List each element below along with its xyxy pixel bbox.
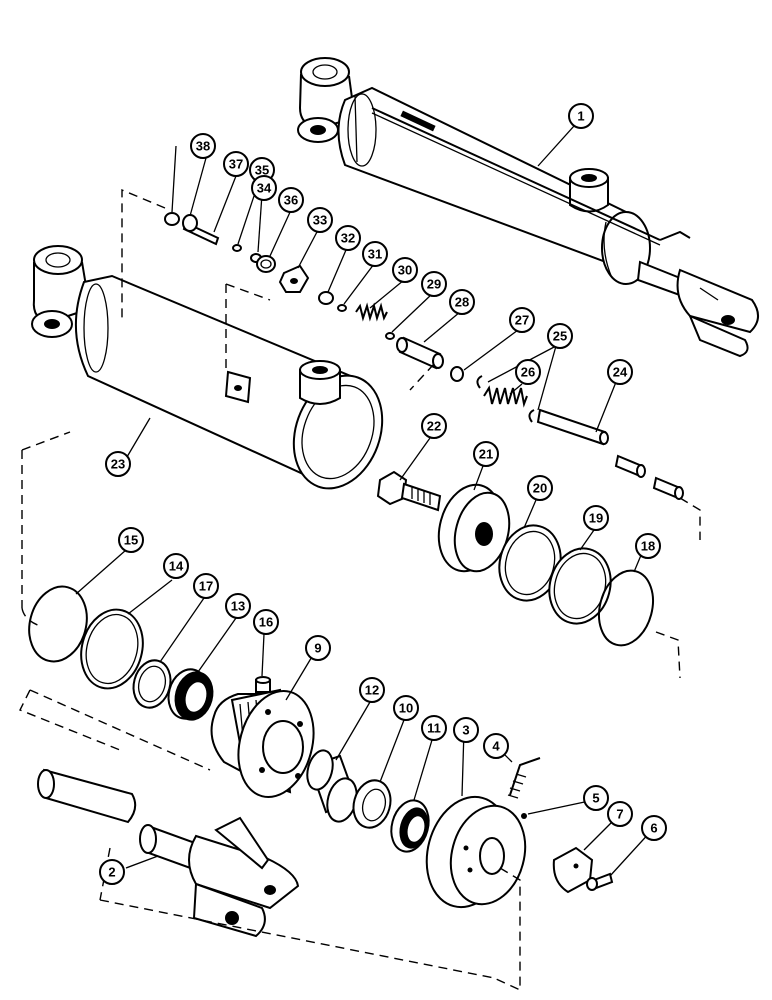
svg-text:13: 13 <box>231 599 245 614</box>
svg-text:2: 2 <box>108 865 115 880</box>
callout-18: 18 <box>635 533 661 559</box>
callout-22: 22 <box>421 413 447 439</box>
svg-text:18: 18 <box>641 539 655 554</box>
callout-9: 9 <box>305 635 331 661</box>
svg-text:7: 7 <box>616 807 623 822</box>
callout-11: 11 <box>421 715 447 741</box>
callout-2: 2 <box>99 859 125 885</box>
callout-29: 29 <box>421 271 447 297</box>
callout-7: 7 <box>607 801 633 827</box>
callout-26: 26 <box>515 359 541 385</box>
callout-13: 13 <box>225 593 251 619</box>
svg-text:31: 31 <box>368 247 382 262</box>
svg-text:27: 27 <box>515 313 529 328</box>
svg-text:11: 11 <box>427 721 441 736</box>
callout-10: 10 <box>393 695 419 721</box>
svg-text:5: 5 <box>592 791 599 806</box>
svg-text:14: 14 <box>169 559 184 574</box>
middle-parts <box>376 470 654 647</box>
callout-1: 1 <box>568 103 594 129</box>
svg-text:17: 17 <box>199 579 213 594</box>
assembly-guide-lines <box>19 188 701 992</box>
callout-31: 31 <box>362 241 388 267</box>
svg-text:21: 21 <box>479 447 493 462</box>
callout-28: 28 <box>449 289 475 315</box>
svg-text:33: 33 <box>313 213 327 228</box>
svg-text:16: 16 <box>259 615 273 630</box>
svg-text:28: 28 <box>455 295 469 310</box>
callout-34: 34 <box>251 175 277 201</box>
callout-23: 23 <box>105 451 131 477</box>
svg-text:32: 32 <box>341 231 355 246</box>
svg-text:19: 19 <box>589 511 603 526</box>
callout-32: 32 <box>335 225 361 251</box>
svg-text:36: 36 <box>284 193 298 208</box>
callout-27: 27 <box>509 307 535 333</box>
svg-text:26: 26 <box>521 365 535 380</box>
assembled-cylinder <box>297 57 759 358</box>
svg-text:3: 3 <box>462 723 469 738</box>
svg-text:24: 24 <box>613 365 628 380</box>
callout-15: 15 <box>118 527 144 553</box>
callout-14: 14 <box>163 553 189 579</box>
callout-37: 37 <box>223 151 249 177</box>
callout-36: 36 <box>278 187 304 213</box>
svg-text:29: 29 <box>427 277 441 292</box>
callout-19: 19 <box>583 505 609 531</box>
svg-text:4: 4 <box>492 739 500 754</box>
svg-text:30: 30 <box>398 263 412 278</box>
callout-21: 21 <box>473 441 499 467</box>
svg-text:23: 23 <box>111 457 125 472</box>
callout-30: 30 <box>392 257 418 283</box>
callout-25: 25 <box>547 323 573 349</box>
callout-38: 38 <box>190 133 216 159</box>
svg-text:1: 1 <box>577 109 584 124</box>
callout-5: 5 <box>583 785 609 811</box>
callout-6: 6 <box>641 815 667 841</box>
svg-text:15: 15 <box>124 533 138 548</box>
barrel-23 <box>31 245 384 490</box>
svg-text:25: 25 <box>553 329 567 344</box>
callout-17: 17 <box>193 573 219 599</box>
callout-12: 12 <box>359 677 385 703</box>
callout-3: 3 <box>453 717 479 743</box>
callout-24: 24 <box>607 359 633 385</box>
upper-small-parts <box>164 212 684 500</box>
svg-text:12: 12 <box>365 683 379 698</box>
svg-text:9: 9 <box>314 641 321 656</box>
svg-text:35: 35 <box>255 163 269 178</box>
gland-9 <box>210 688 315 798</box>
callout-20: 20 <box>527 475 553 501</box>
svg-text:34: 34 <box>257 181 272 196</box>
rod-clevis-2 <box>37 768 300 938</box>
lower-seals <box>28 585 271 721</box>
leader-lines <box>75 125 653 877</box>
svg-text:6: 6 <box>650 821 657 836</box>
callout-4: 4 <box>483 733 509 759</box>
callout-16: 16 <box>253 609 279 635</box>
svg-text:37: 37 <box>229 157 243 172</box>
callout-33: 33 <box>307 207 333 233</box>
lower-right-parts <box>306 749 614 909</box>
svg-text:10: 10 <box>399 701 413 716</box>
svg-text:38: 38 <box>196 139 210 154</box>
svg-text:20: 20 <box>533 481 547 496</box>
svg-text:22: 22 <box>427 419 441 434</box>
